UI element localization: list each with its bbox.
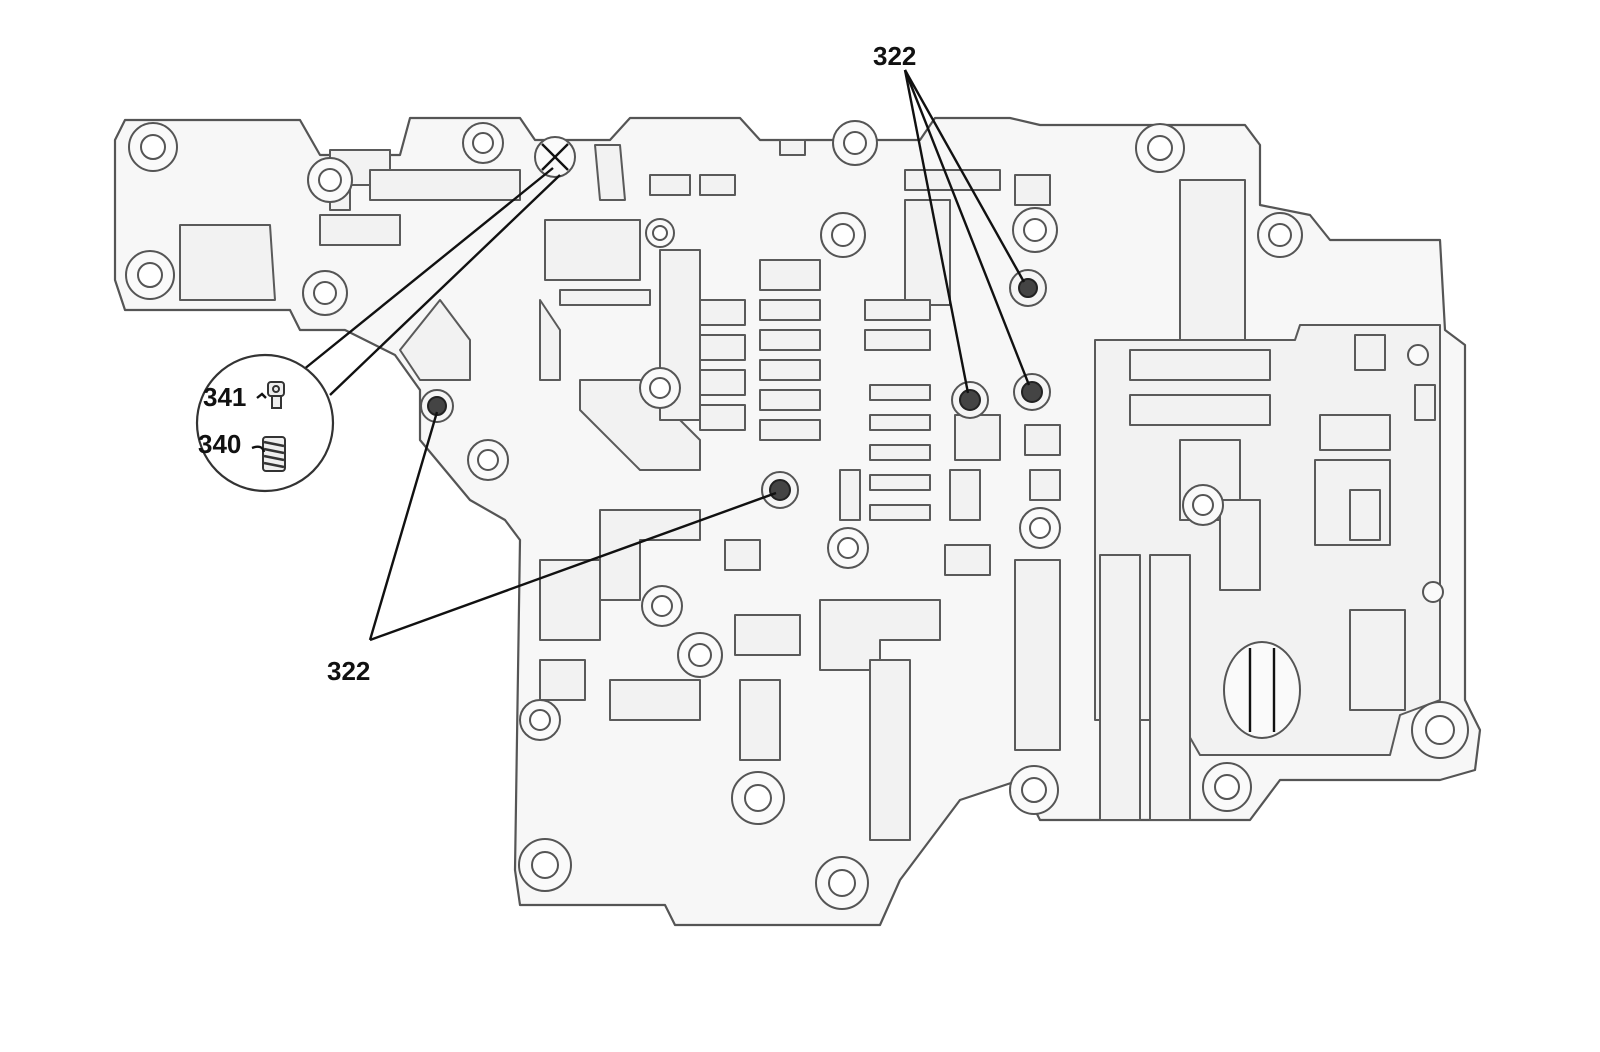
bolt-hole (1012, 207, 1058, 253)
check-ball (1009, 269, 1047, 307)
bolt-hole (1009, 765, 1059, 815)
bolt-hole (1407, 344, 1429, 366)
check-balls (420, 269, 1051, 509)
bolt-hole (1422, 581, 1444, 603)
fluid-channels (179, 139, 1436, 841)
callout-322-top: 322 (873, 41, 916, 71)
bolt-hole (731, 771, 785, 825)
check-ball (761, 471, 799, 509)
bolt-hole (518, 838, 572, 892)
bolt-hole (462, 122, 504, 164)
bolt-holes (125, 120, 1469, 910)
bolt-hole (832, 120, 878, 166)
manual-valve-disc (1223, 641, 1301, 739)
bolt-hole (827, 527, 869, 569)
filter-part (267, 381, 285, 409)
detail-view (195, 167, 561, 493)
bolt-hole (639, 367, 681, 409)
bolt-hole (1135, 123, 1185, 173)
bolt-hole (1257, 212, 1303, 258)
bolt-hole (815, 856, 869, 910)
callout-340: 340 (198, 429, 241, 459)
callout-322-bottom: 322 (327, 656, 370, 686)
bolt-hole (1411, 701, 1469, 759)
bolt-hole (302, 270, 348, 316)
bolt-hole (125, 250, 175, 300)
bolt-hole (1182, 484, 1224, 526)
spring-part (262, 436, 286, 472)
bolt-hole (307, 157, 353, 203)
leader-lines-top (903, 69, 1031, 394)
filter-location-mark (534, 136, 576, 178)
bolt-hole (645, 218, 675, 248)
bolt-hole (467, 439, 509, 481)
check-ball (420, 389, 454, 423)
bolt-hole (641, 585, 683, 627)
callout-341: 341 (203, 382, 246, 412)
bolt-hole (128, 122, 178, 172)
bolt-hole (1019, 507, 1061, 549)
bolt-hole (677, 632, 723, 678)
bolt-hole (1202, 762, 1252, 812)
check-ball (951, 381, 989, 419)
bolt-hole (820, 212, 866, 258)
check-ball (1013, 373, 1051, 411)
bolt-hole (519, 699, 561, 741)
leader-lines-bottom (368, 411, 777, 642)
